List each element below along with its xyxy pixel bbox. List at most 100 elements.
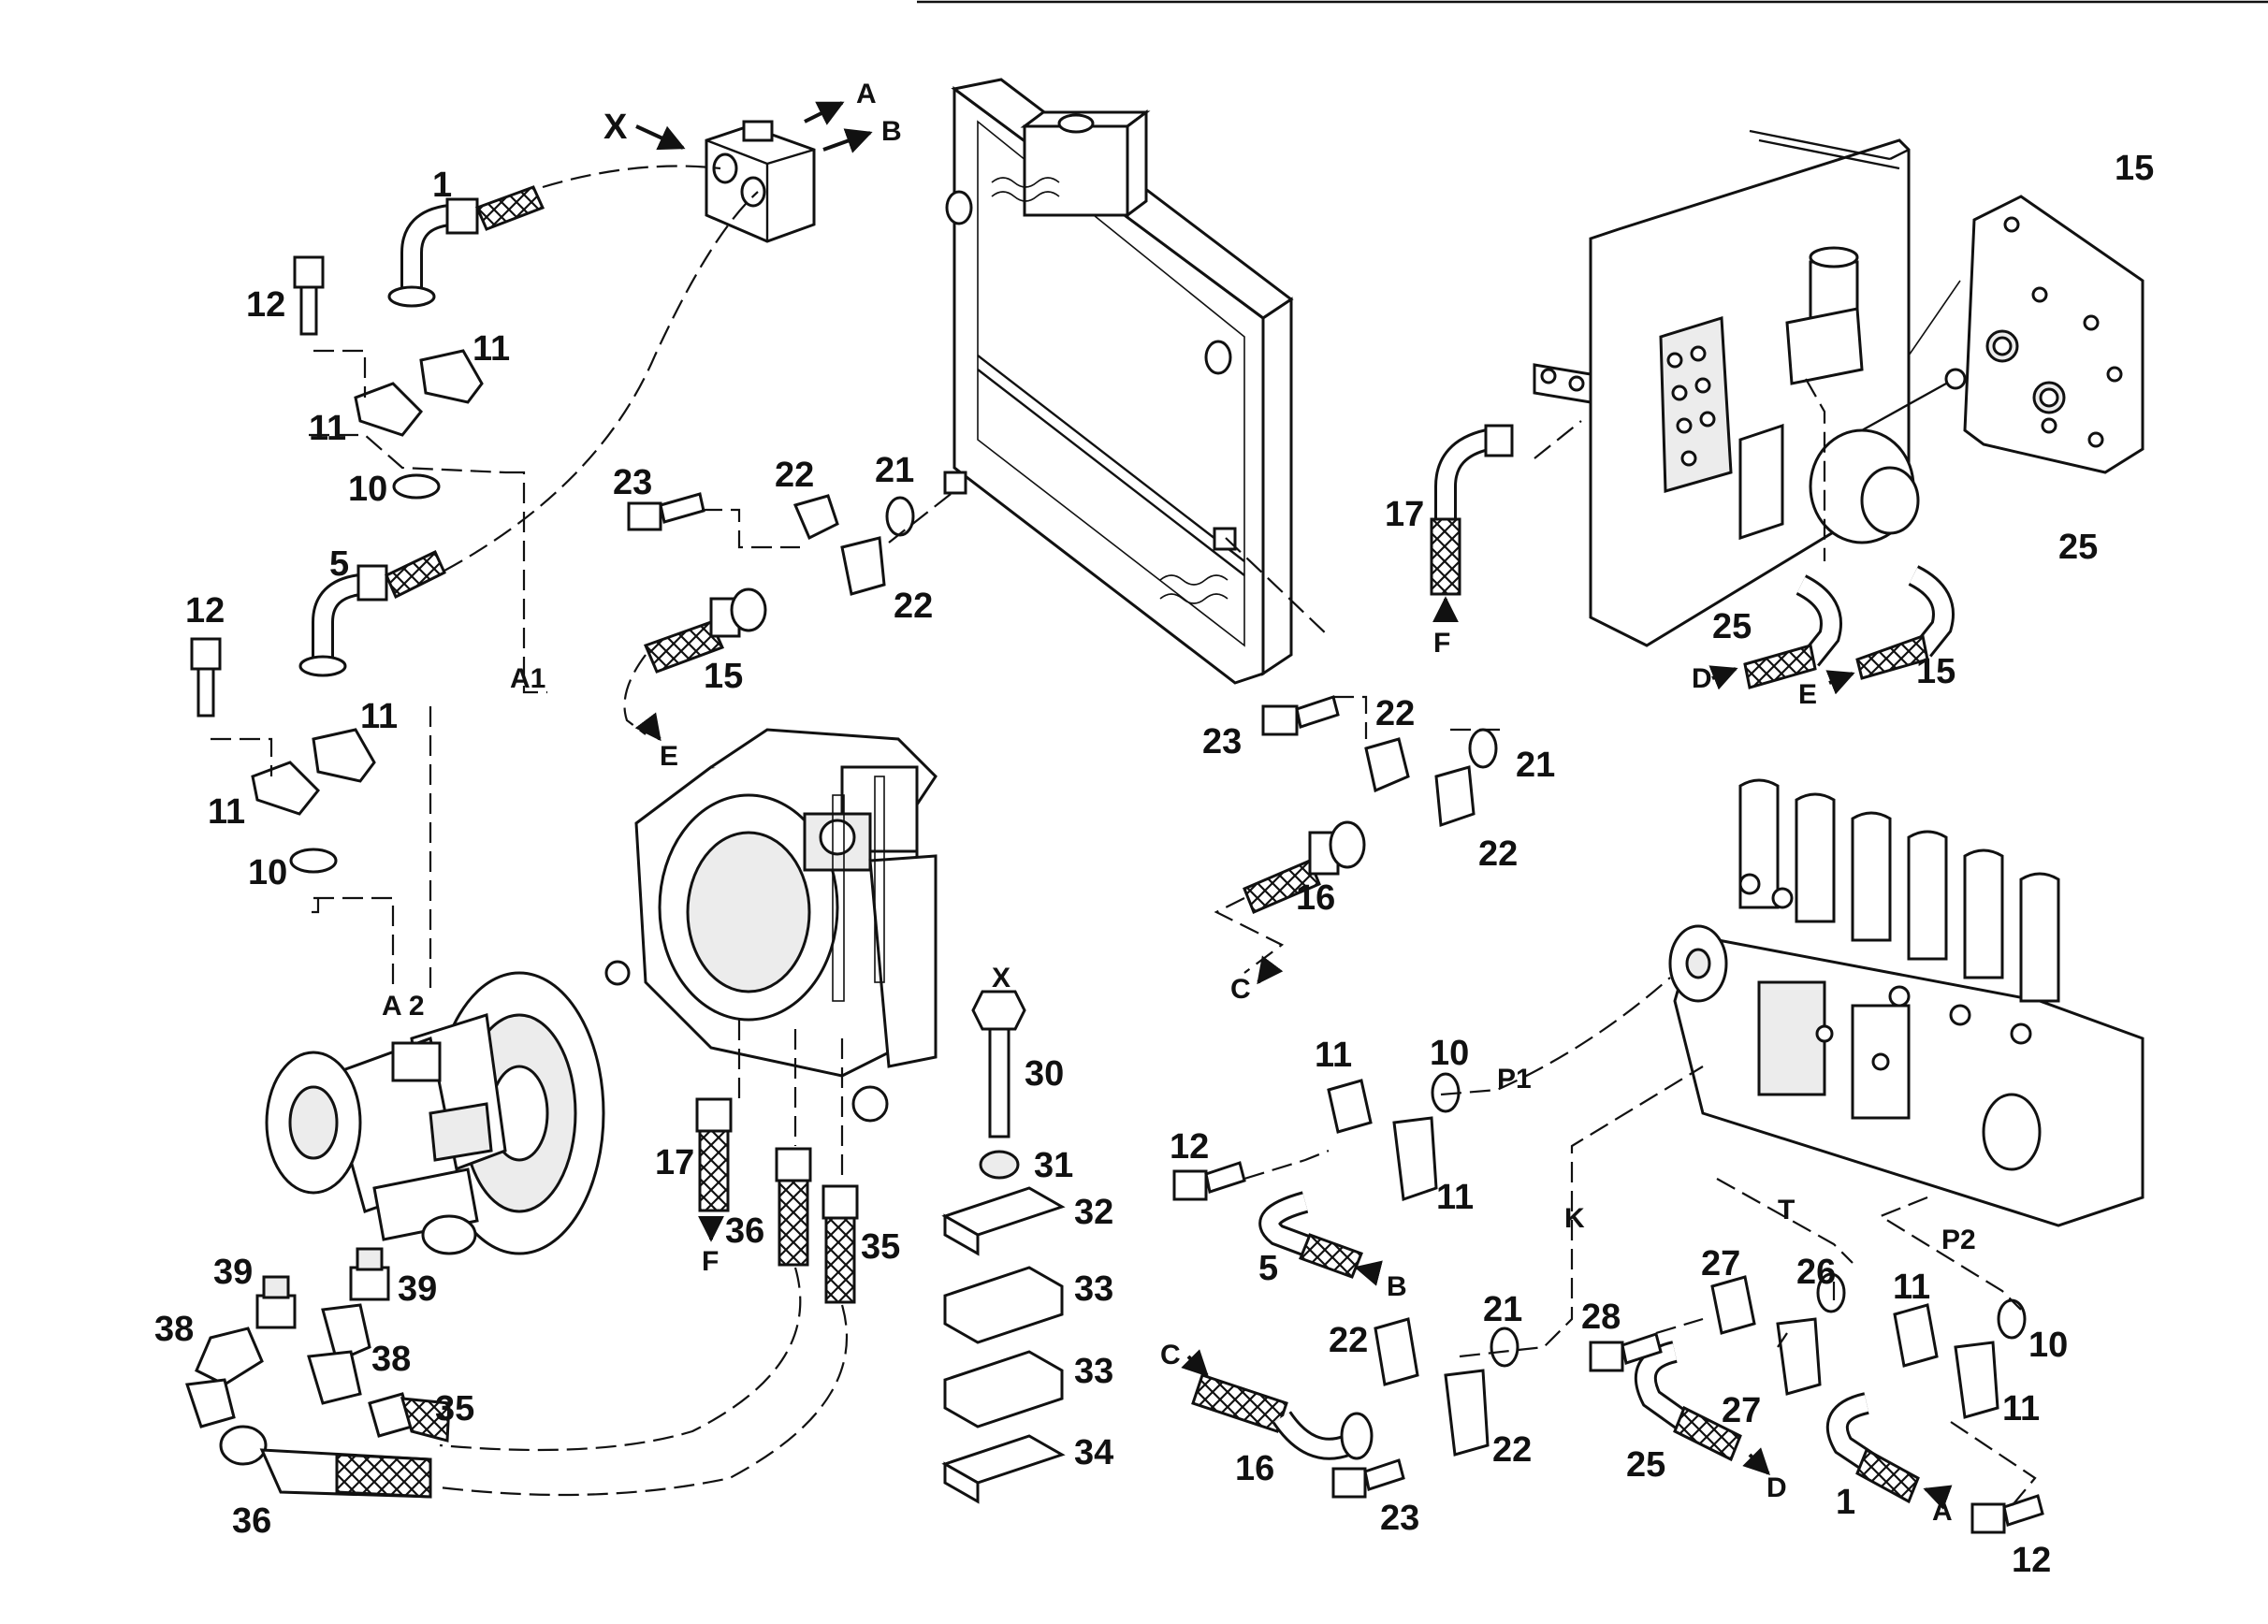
hose-5-left [298,549,446,677]
radiator-assembly [943,78,1294,685]
label-11-a1: 11 [472,329,510,369]
label-b-top: B [881,116,902,147]
label-17-mid: 17 [655,1143,694,1182]
split-flange-x [705,120,816,243]
hose-25-right [1743,574,1842,689]
label-22-b2: 22 [1478,834,1518,874]
clamp-half-11-c1 [1327,1079,1373,1134]
fitting-38-a [184,1327,264,1428]
hose-15-right [1855,565,1955,680]
clamp-half-22-b1 [1364,737,1410,793]
oring-21-b [1468,728,1498,769]
clamp-half-11-a2 [419,349,484,404]
clamp-half-22-b2 [1434,765,1476,828]
label-a-top: A [856,79,877,109]
label-d-right: D [1692,663,1712,694]
label-25-low: 25 [1626,1445,1665,1485]
label-1-top: 1 [432,166,452,205]
label-21-a: 21 [875,451,914,490]
label-a-low: A [1932,1496,1953,1527]
hose-15-left [643,587,767,674]
mounting-stack-30-34 [941,990,1066,1504]
label-33-b: 33 [1074,1352,1113,1391]
callout-labels: X A B 1 12 11 11 10 5 12 11 11 10 A1 A 2… [154,79,2154,1580]
label-5-left: 5 [329,544,349,584]
label-1-low: 1 [1836,1483,1855,1522]
label-e-right: E [1798,679,1817,710]
clamp-half-11-c2 [1392,1116,1438,1202]
label-34: 34 [1074,1433,1113,1472]
bolt-28 [1589,1332,1663,1372]
label-12-b: 12 [185,591,225,631]
label-32: 32 [1074,1193,1113,1232]
label-12-d: 12 [2012,1541,2051,1580]
hose-16-center [1243,820,1366,914]
label-22-b1: 22 [1375,694,1415,733]
bolt-12-d [1970,1494,2044,1534]
label-10-b: 10 [248,853,287,892]
hose-35-mid [821,1184,859,1304]
clamp-half-22-c2 [1444,1369,1490,1457]
label-c-low: C [1160,1340,1181,1370]
label-5-low: 5 [1258,1249,1278,1288]
bolt-23-a [627,492,705,531]
label-15-plate: 15 [2115,149,2154,188]
label-27-b: 27 [1722,1391,1761,1430]
label-22-c1: 22 [1329,1321,1368,1360]
label-31: 31 [1034,1146,1073,1185]
label-36-mid: 36 [725,1211,764,1251]
connection-lines [211,165,2037,1507]
hose-36-mid [775,1147,812,1267]
label-21-c: 21 [1483,1290,1522,1329]
label-a2: A 2 [382,991,425,1022]
label-28: 28 [1581,1298,1621,1337]
label-e-left: E [660,741,678,772]
label-39-b: 39 [398,1269,437,1309]
label-12-c: 12 [1170,1127,1209,1167]
clamp-half-27-a [1710,1275,1756,1335]
label-25-right: 25 [1712,607,1752,646]
clamp-half-11-d1 [1893,1303,1939,1368]
clamp-half-27-b [1776,1317,1822,1396]
label-35-low: 35 [435,1389,474,1428]
clamp-half-11-d2 [1954,1341,1999,1419]
label-38-a: 38 [154,1310,194,1349]
label-23-b: 23 [1202,722,1242,761]
hose-25-low [1634,1341,1742,1462]
label-35-mid: 35 [861,1227,900,1267]
hose-5-low [1258,1191,1363,1279]
mounting-plate [1963,195,2144,474]
oring-10-b [289,848,338,874]
label-11-b1: 11 [360,697,398,736]
label-22-a2: 22 [894,587,933,626]
hydraulic-pump [265,971,605,1255]
label-27-a: 27 [1701,1244,1740,1283]
control-valve-bank [1668,778,2144,1227]
label-38-b: 38 [371,1340,411,1379]
label-16-mid: 16 [1296,878,1335,918]
label-11-d1: 11 [1893,1268,1930,1307]
label-15-right: 15 [1916,652,1955,691]
clamp-half-22-a1 [792,494,839,541]
bolt-23-c [1331,1458,1405,1499]
oring-10-d [1997,1298,2027,1340]
label-23-c: 23 [1380,1499,1419,1538]
oring-26 [1816,1272,1846,1313]
clamp-half-11-a1 [354,382,424,437]
oring-10-a [392,473,441,500]
label-25-plate: 25 [2058,528,2098,567]
label-16-low: 16 [1235,1449,1274,1488]
hose-1-low [1825,1392,1920,1504]
hose-16-low [1191,1373,1374,1460]
label-a1: A1 [510,663,545,694]
label-c-mid: C [1230,974,1251,1005]
fitting-38-b [307,1303,371,1405]
label-11-c1: 11 [1315,1036,1352,1075]
bolt-12-a [293,255,325,336]
bolt-23-b [1261,695,1340,736]
flow-arrows [634,101,1953,1510]
label-f-top: F [1433,628,1450,659]
label-10-d: 10 [2028,1326,2068,1365]
label-21-b: 21 [1516,746,1555,785]
